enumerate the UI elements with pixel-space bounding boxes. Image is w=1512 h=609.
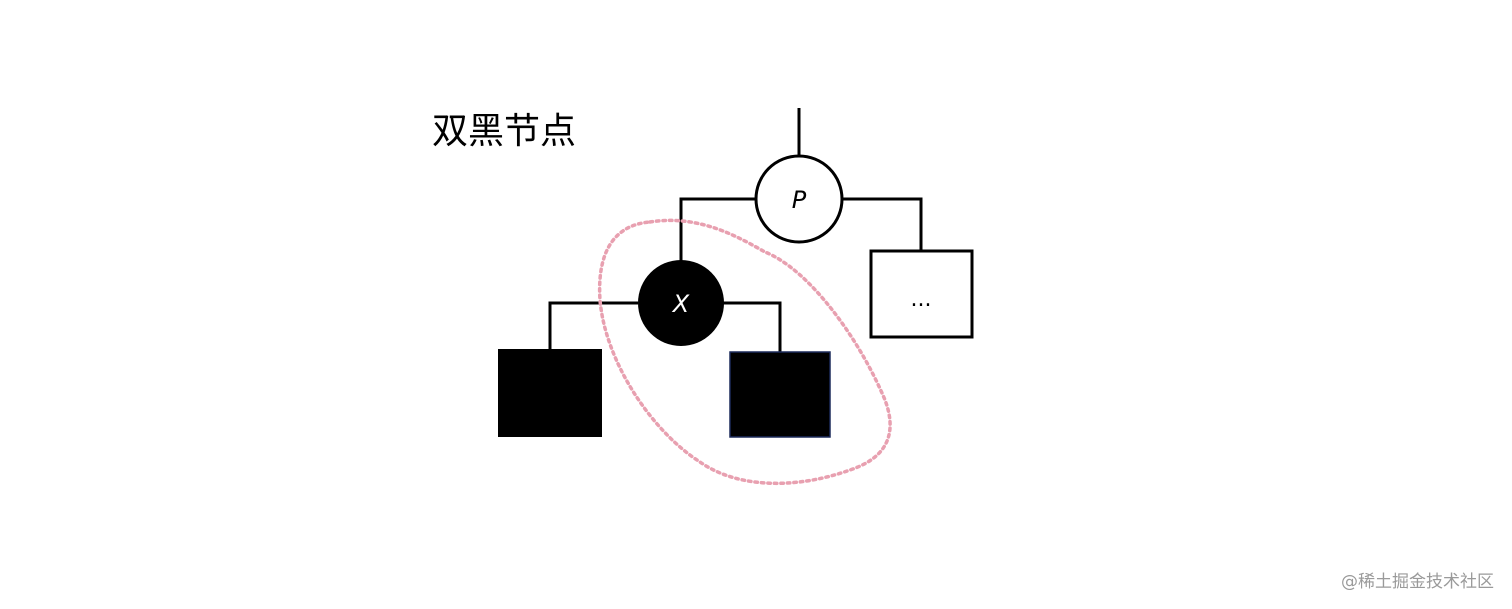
edge-x-to-left-child bbox=[548, 301, 638, 349]
x-right-child-node bbox=[729, 351, 831, 438]
x-node bbox=[638, 260, 724, 346]
parent-node bbox=[754, 154, 844, 244]
diagram-title: 双黑节点 bbox=[432, 111, 576, 152]
watermark: @稀土掘金技术社区 bbox=[1341, 572, 1494, 592]
sibling-node bbox=[869, 249, 974, 339]
parent-node-label: P bbox=[792, 186, 807, 214]
x-node-label: X bbox=[671, 290, 690, 318]
edge-parent-to-sibling bbox=[842, 197, 923, 251]
edge-parent-to-x bbox=[679, 197, 757, 262]
sibling-node-label: ... bbox=[911, 287, 932, 312]
edge-x-to-right-child bbox=[723, 301, 782, 352]
double-black-highlight-loop bbox=[597, 218, 892, 486]
x-left-child-node bbox=[498, 349, 602, 437]
